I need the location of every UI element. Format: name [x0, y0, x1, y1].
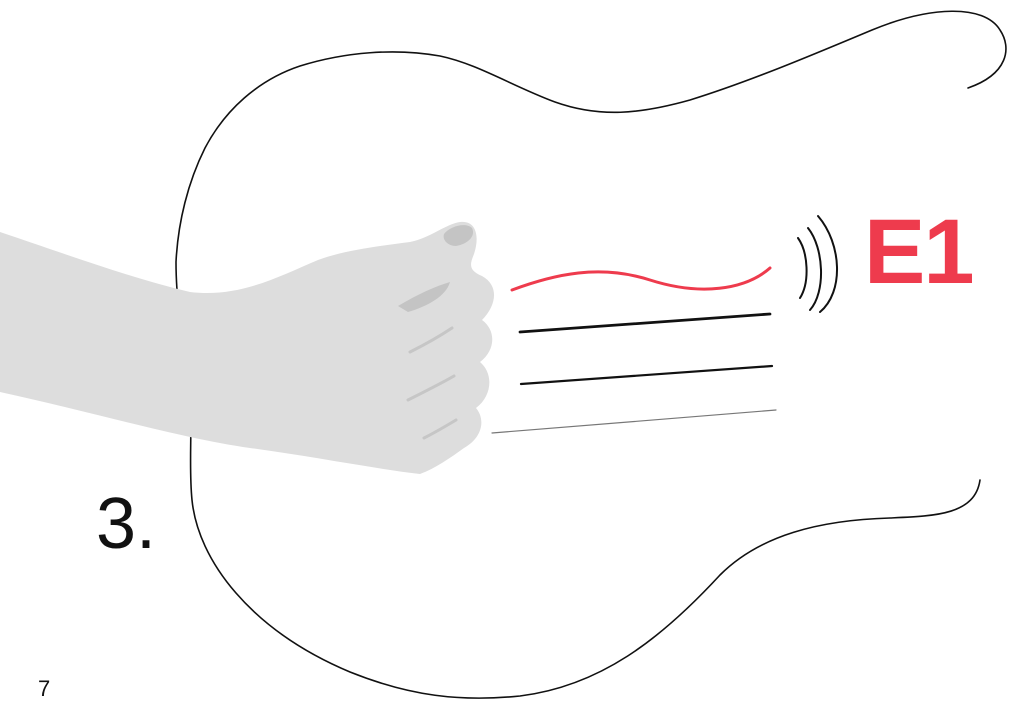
string-d — [521, 366, 772, 384]
note-label: E1 — [864, 206, 973, 298]
page-number: 7 — [38, 678, 50, 700]
thumb-pluck-hand — [0, 222, 494, 474]
string-a — [520, 314, 770, 332]
plucked-string-e1 — [512, 268, 770, 290]
string-g — [492, 410, 776, 433]
step-number: 3. — [96, 488, 156, 560]
sound-waves-icon — [798, 216, 837, 312]
